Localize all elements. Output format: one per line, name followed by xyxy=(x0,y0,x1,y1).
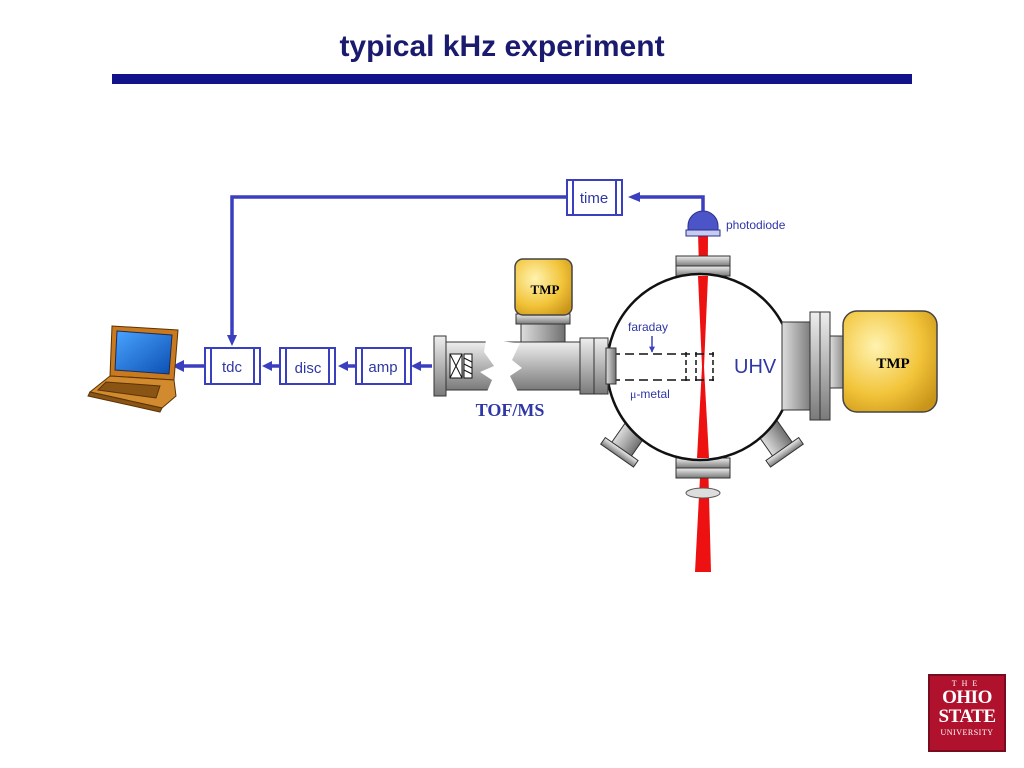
tdc-box xyxy=(204,347,261,385)
university-logo: THE OHIO STATE UNIVERSITY xyxy=(928,674,1006,752)
amp-label: amp xyxy=(368,359,397,376)
mu-metal-shield xyxy=(611,336,714,382)
amp-box xyxy=(355,347,412,385)
detector-icon xyxy=(449,353,473,379)
logo-line1: OHIO xyxy=(942,687,992,708)
mu-symbol: μ xyxy=(630,387,636,401)
disc-box xyxy=(279,347,336,385)
turbo-pump-icon xyxy=(829,310,938,413)
time-label: time xyxy=(580,190,608,207)
disc-label: disc xyxy=(295,360,322,377)
tmp-left-label: TMP xyxy=(531,282,560,297)
title-rule xyxy=(112,74,912,84)
tdc-label: tdc xyxy=(222,359,243,376)
signal-wires xyxy=(172,192,705,372)
tof-tube xyxy=(433,313,617,397)
slide-title: typical kHz experiment xyxy=(339,30,665,63)
mu-metal-label: μ-metal xyxy=(630,387,670,401)
time-box xyxy=(566,179,623,216)
tof-ms-label: TOF/MS xyxy=(476,400,545,420)
uhv-label: UHV xyxy=(734,356,777,378)
ion-flash-icon xyxy=(480,340,522,394)
photodiode-label: photodiode xyxy=(726,218,786,232)
tmp-right-label: TMP xyxy=(876,356,909,372)
logo-the: THE xyxy=(951,679,983,688)
laptop-icon xyxy=(87,325,179,413)
photodiode-icon xyxy=(685,210,721,237)
mu-metal-text: -metal xyxy=(636,387,669,401)
logo-line3: UNIVERSITY xyxy=(940,728,994,737)
faraday-label: faraday xyxy=(628,320,668,334)
vacuum-chamber-icon xyxy=(600,255,831,499)
turbo-pump-icon xyxy=(514,258,573,316)
logo-line2: STATE xyxy=(938,706,997,727)
